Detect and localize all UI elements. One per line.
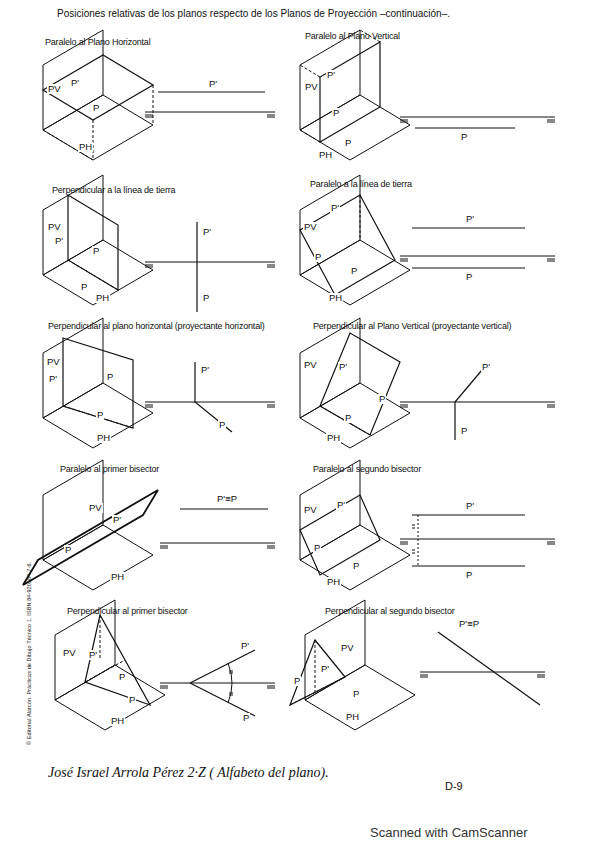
panel-heading: Paralelo al Plano Horizontal (45, 38, 150, 48)
handwritten-note: José Israel Arrola Pérez 2·Z ( Alfabeto … (48, 765, 329, 780)
projection-label: P' (481, 362, 491, 372)
projection-label: P (92, 246, 100, 256)
projection-label: PV (47, 222, 62, 232)
projection-label: P (465, 272, 473, 282)
projection-label: P' (326, 70, 336, 80)
panel-heading: Paralelo al segundo bisector (313, 465, 421, 475)
projection-label: PH (318, 150, 333, 160)
projection-label: P (64, 545, 72, 555)
projection-label: P' (330, 203, 340, 213)
projection-label: PV (88, 503, 103, 513)
projection-label: P' (320, 664, 330, 674)
projection-label: PH (326, 433, 341, 443)
projection-label: PV (340, 643, 355, 653)
projection-label: P (378, 394, 386, 404)
projection-label: PH (78, 142, 93, 152)
projection-label: P' (202, 227, 212, 237)
projection-label: P (80, 282, 88, 292)
page-title: Posiciones relativas de los planos respe… (57, 8, 450, 19)
projection-label: P'≡P (458, 619, 480, 629)
scanner-watermark: Scanned with CamScanner (370, 826, 528, 840)
projection-label: P (332, 108, 340, 118)
projection-label: P (202, 293, 210, 303)
panel-heading: Perpendicular al plano horizontal (proye… (48, 322, 265, 332)
projection-label: PV (62, 648, 77, 658)
projection-label: P (293, 676, 301, 686)
projection-label: PV (303, 222, 318, 232)
projection-label: P (96, 410, 104, 420)
projection-label: P' (54, 236, 64, 246)
projection-label: PV (304, 82, 319, 92)
panel-heading: Perpendicular al primer bisector (67, 607, 188, 617)
projection-label: P (128, 695, 136, 705)
projection-label: P' (240, 641, 250, 651)
copyright-note: © Editorial Alarcón. Prácticas de Dibujo… (26, 562, 32, 745)
panel-heading: Paralelo al primer bisector (60, 465, 159, 475)
projection-label: P (314, 252, 322, 262)
projection-label: P (106, 372, 114, 382)
projection-label: PV (303, 360, 318, 370)
projection-label: P' (48, 374, 58, 384)
projection-label: P (460, 426, 468, 436)
projection-label: P (242, 713, 250, 723)
projection-label: P (218, 420, 226, 430)
projection-label: P' (70, 78, 80, 88)
projection-label: P' (200, 365, 210, 375)
projection-label: PH (326, 577, 341, 587)
projection-label: P' (88, 650, 98, 660)
projection-label: PH (345, 712, 360, 722)
sheet-number: D-9 (445, 780, 463, 792)
projection-label: P (350, 266, 358, 276)
panel-heading: Paralelo a la línea de tierra (310, 180, 412, 190)
projection-label: PH (328, 293, 343, 303)
panel-heading: Perpendicular al segundo bisector (325, 607, 455, 617)
projection-label: P (465, 570, 473, 580)
projection-label: P (118, 672, 126, 682)
projection-label: PV (47, 84, 62, 94)
panel-heading: Perpendicular a la línea de tierra (52, 186, 175, 196)
projection-label: PV (303, 505, 318, 515)
projection-label: PV (46, 357, 61, 367)
projection-label: P' (336, 500, 346, 510)
projection-label: P' (465, 501, 475, 511)
projection-label: P (344, 413, 352, 423)
projection-label: P (92, 103, 100, 113)
projection-label: PH (110, 572, 125, 582)
projection-label: PH (96, 433, 111, 443)
projection-label: P (460, 132, 468, 142)
projection-label: P' (465, 214, 475, 224)
panel-heading: Perpendicular al Plano Vertical (proyect… (313, 322, 511, 332)
projection-label: P (352, 689, 360, 699)
projection-label: P (344, 138, 352, 148)
projection-label: P (352, 561, 360, 571)
projection-label: P (313, 543, 321, 553)
projection-label: P'≡P (216, 494, 238, 504)
projection-label: PH (95, 293, 110, 303)
panel-heading: Paralelo al Plano Vertical (305, 32, 400, 42)
projection-label: PH (110, 716, 125, 726)
projection-label: P' (338, 362, 348, 372)
projection-label: P' (112, 515, 122, 525)
projection-label: P' (208, 79, 218, 89)
